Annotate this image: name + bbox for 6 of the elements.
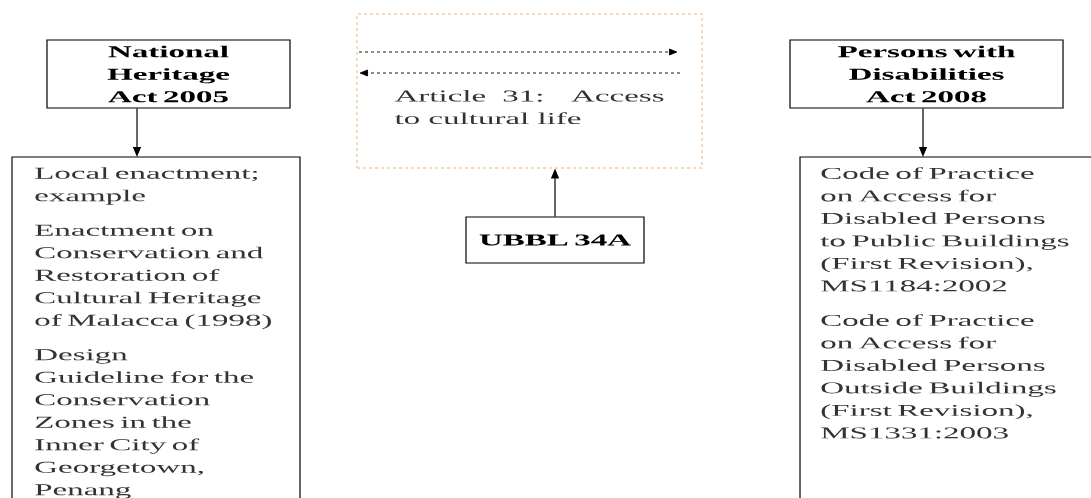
- dashed-box: Article 31: Access to cultural life: [356, 13, 703, 169]
- title-box: UBBL 34A: [465, 216, 645, 264]
- text-box: Local enactment; example Enactment on Conservation and Restoration of Cultural Heritage of Malacca (1998) Design Guideline for the Conservation Zones in the Inner City of Georgetown, Penang: [11, 156, 301, 498]
- title-box: National Heritage Act 2005: [46, 39, 291, 109]
- title-box: Persons with Disabilities Act 2008: [789, 39, 1064, 109]
- text-box: Code of Practice on Access for Disabled Persons to Public Buildings (First Revision), MS1184:2002 Code of Practice on Access for Disabled Persons Outside Buildings (First Revision), MS1331:2003: [799, 156, 1091, 498]
